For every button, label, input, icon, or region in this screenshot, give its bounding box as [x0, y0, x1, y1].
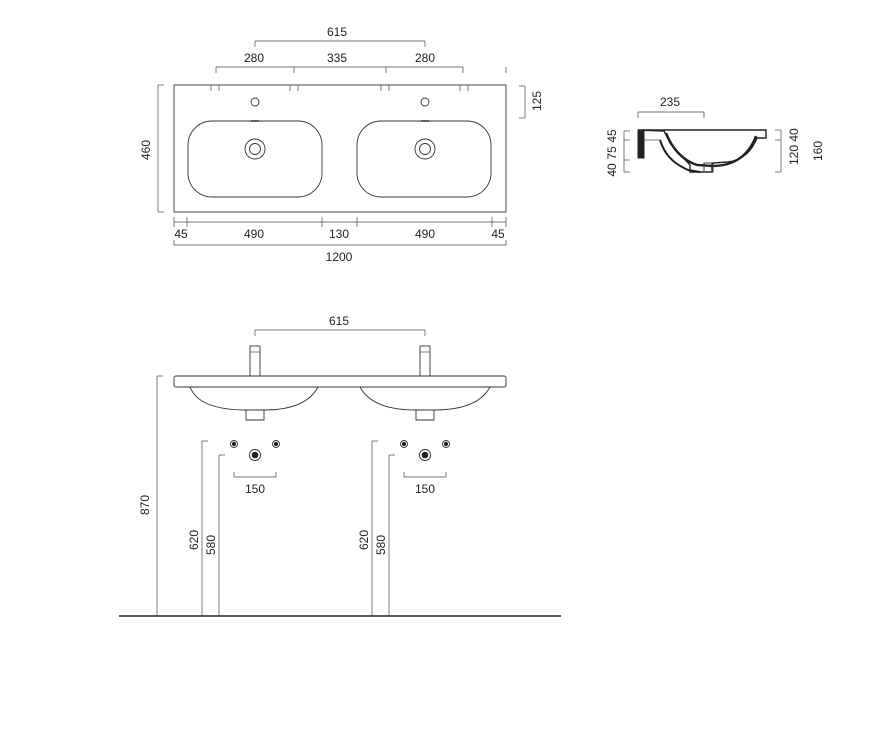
label-580-left: 580 — [204, 535, 218, 555]
label-side-40: 40 — [605, 163, 619, 177]
label-490-right: 490 — [415, 227, 435, 241]
dim-615-front — [254, 329, 426, 336]
dim-1200 — [173, 240, 507, 246]
dim-tap-offsets — [215, 66, 507, 73]
label-150-left: 150 — [245, 482, 265, 496]
valve-right-a — [400, 440, 408, 448]
dim-615-top — [254, 40, 426, 47]
section-profile-inner — [664, 132, 758, 168]
tap-right — [419, 345, 431, 377]
label-615-top: 615 — [327, 25, 347, 39]
drain-left-inner — [249, 143, 261, 155]
dim-side-left — [623, 130, 630, 173]
label-490-left: 490 — [244, 227, 264, 241]
dim-460 — [157, 84, 164, 213]
label-335: 335 — [327, 51, 347, 65]
bowl-underside-left — [189, 386, 319, 411]
label-side-120: 120 — [787, 145, 801, 165]
waste-right — [419, 449, 431, 461]
section-overflow — [659, 139, 701, 173]
bowl-underside-right — [359, 386, 491, 411]
dim-150-left — [233, 472, 277, 478]
label-side-45: 45 — [605, 129, 619, 143]
basin-outline — [173, 84, 507, 213]
dim-235 — [637, 111, 705, 118]
label-side-160: 160 — [811, 141, 825, 161]
label-580-right: 580 — [374, 535, 388, 555]
label-150-right: 150 — [415, 482, 435, 496]
section-front-lip — [637, 129, 645, 159]
tap-hole-left — [250, 97, 260, 107]
tap-left — [249, 345, 261, 377]
dim-bottom-segments — [173, 217, 507, 227]
label-side-40-right: 40 — [787, 128, 801, 142]
waste-left — [249, 449, 261, 461]
dim-870 — [156, 375, 163, 616]
dim-150-right — [403, 472, 447, 478]
label-620-right: 620 — [357, 530, 371, 550]
front-view: 615 150 — [119, 314, 561, 617]
valve-left-a — [230, 440, 238, 448]
drain-left-outer — [244, 138, 266, 160]
label-620-left: 620 — [187, 530, 201, 550]
waste-stub-right — [415, 410, 435, 421]
label-side-75: 75 — [605, 146, 619, 160]
dim-620-580-right — [371, 440, 395, 616]
valve-left-b — [272, 440, 280, 448]
label-1200: 1200 — [326, 250, 353, 264]
dim-620-580-left — [201, 440, 225, 616]
label-125: 125 — [530, 91, 544, 111]
label-870: 870 — [138, 495, 152, 515]
waste-stub-left — [245, 410, 265, 421]
dim-125 — [519, 85, 526, 119]
drain-right-inner — [419, 143, 431, 155]
side-section: 235 45 75 40 40 120 160 — [605, 95, 825, 177]
label-45-right: 45 — [491, 227, 505, 241]
section-drain — [703, 162, 714, 173]
label-280-left: 280 — [244, 51, 264, 65]
tap-hole-right — [420, 97, 430, 107]
label-130: 130 — [329, 227, 349, 241]
label-460: 460 — [139, 140, 153, 160]
top-view: 615 280 335 280 125 460 — [139, 25, 544, 264]
drain-right-outer — [414, 138, 436, 160]
label-45-left: 45 — [174, 227, 188, 241]
label-235: 235 — [660, 95, 680, 109]
valve-right-b — [442, 440, 450, 448]
label-615-front: 615 — [329, 314, 349, 328]
label-280-right: 280 — [415, 51, 435, 65]
edge-marks — [210, 85, 469, 91]
dim-side-right — [775, 129, 782, 173]
basin-front — [173, 375, 507, 388]
